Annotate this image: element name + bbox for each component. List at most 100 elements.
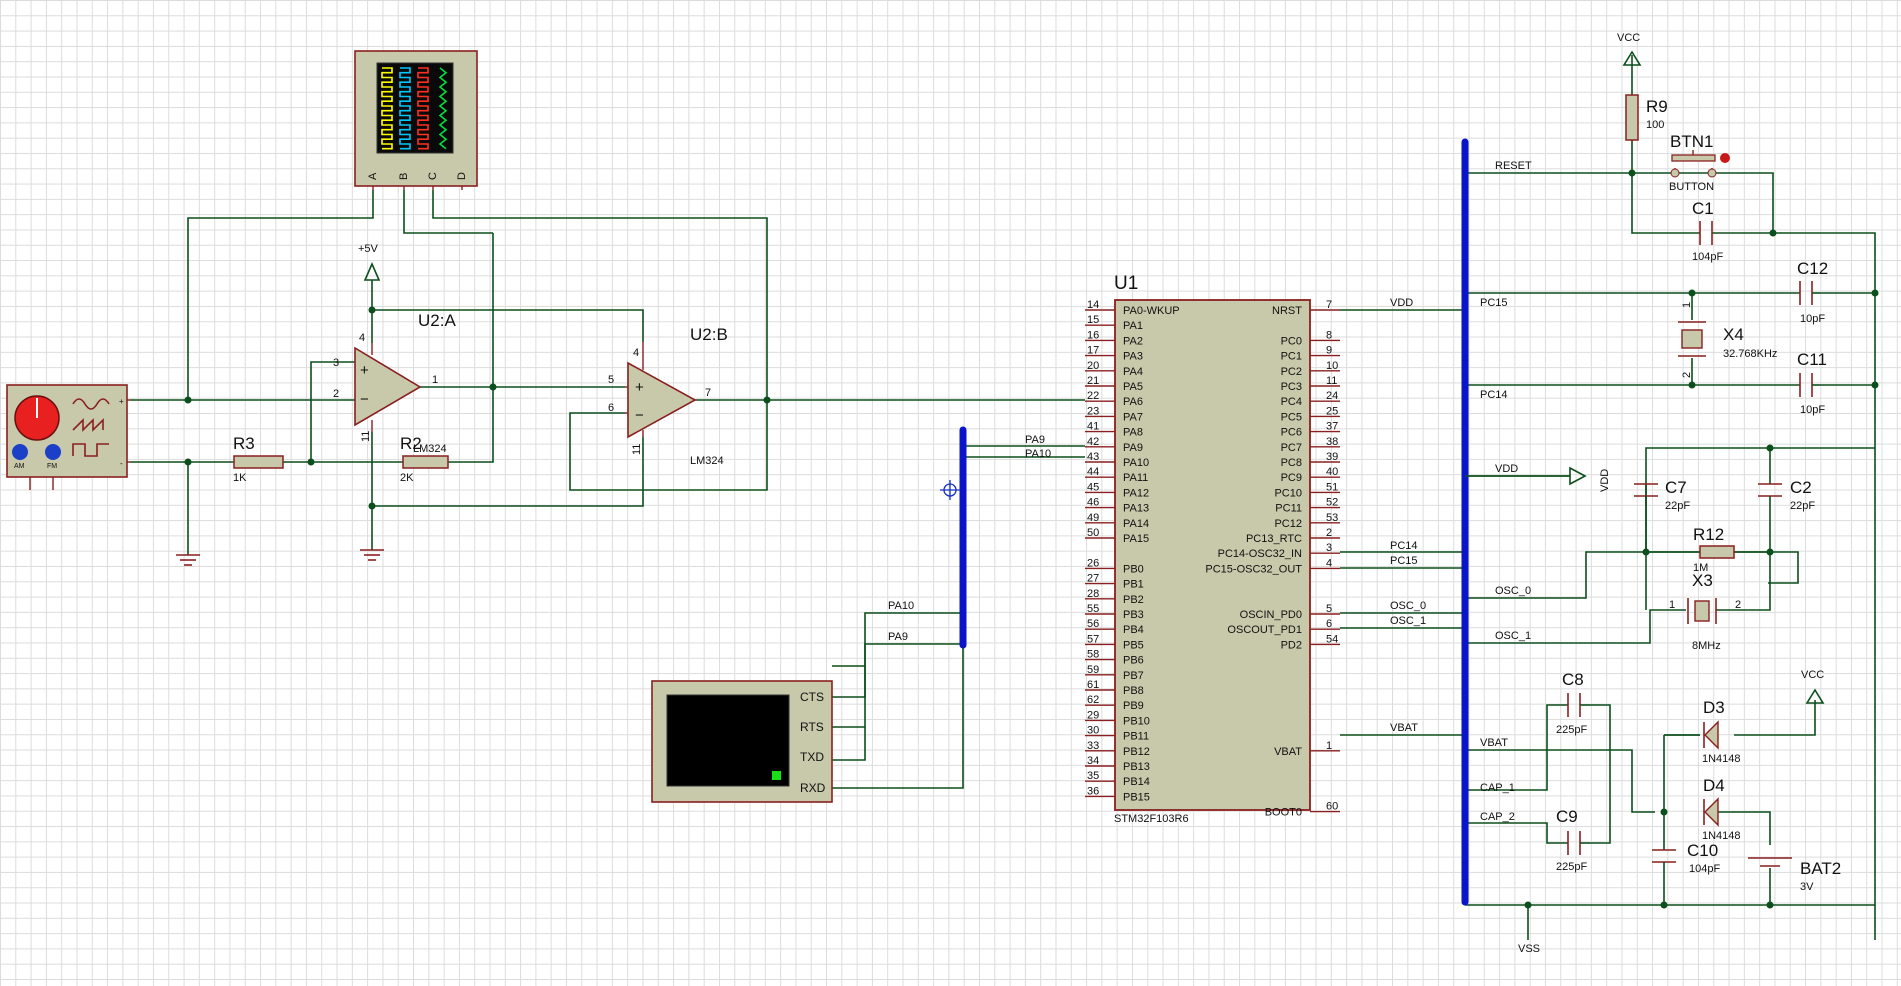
- mcu-pin-number: 60: [1326, 801, 1338, 813]
- opamp-u2a[interactable]: + − 3 2 1 4 11 U2:A LM324: [333, 311, 456, 455]
- crystal-x3[interactable]: 1 2 X3 8MHz: [1669, 571, 1741, 652]
- capacitor-c12-value: 10pF: [1800, 313, 1825, 325]
- opamp-u2b[interactable]: + − 5 6 7 4 11 U2:B LM324: [608, 325, 728, 467]
- net-label-reset: RESET: [1495, 160, 1532, 172]
- button-btn1[interactable]: BTN1 BUTTON: [1669, 132, 1730, 193]
- mcu-pin-name: PA11: [1123, 472, 1148, 484]
- virtual-terminal[interactable]: CTS RTS TXD RXD: [651, 680, 833, 803]
- diode-d4[interactable]: D4 1N4148: [1702, 776, 1741, 842]
- mcu-pin-name: OSCIN_PD0: [1240, 609, 1302, 621]
- capacitor-c10[interactable]: C10 104pF: [1652, 841, 1720, 875]
- capacitor-c7[interactable]: C7 22pF: [1634, 478, 1690, 512]
- power-terminal-vdd[interactable]: VDD: [1465, 466, 1611, 492]
- power-terminal-vcc[interactable]: VCC: [1617, 32, 1642, 66]
- crystal-x4[interactable]: 1 2 X4 32.768KHz: [1678, 302, 1777, 378]
- mcu-pin-number: 56: [1087, 618, 1099, 630]
- oscilloscope[interactable]: A B C D: [354, 50, 478, 190]
- diode-d3[interactable]: D3 1N4148: [1664, 698, 1741, 765]
- signal-generator[interactable]: AM FM + -: [6, 384, 130, 490]
- capacitor-c11[interactable]: C11 10pF: [1797, 350, 1827, 416]
- mcu-pin-name: PA15: [1123, 533, 1149, 545]
- power-terminal-vcc-2[interactable]: VCC: [1801, 669, 1825, 704]
- power-terminal-5v[interactable]: +5V: [358, 243, 381, 282]
- battery-bat2[interactable]: BAT2 3V: [1748, 857, 1841, 893]
- capacitor-c9[interactable]: C9 225pF: [1556, 807, 1590, 873]
- mcu-pin-number: 30: [1087, 725, 1099, 737]
- mcu-pin-number: 41: [1087, 421, 1099, 433]
- mcu-pin-name: PB7: [1123, 670, 1144, 682]
- net-label-vbat-bus: VBAT: [1480, 737, 1508, 749]
- mcu-pin-number: 29: [1087, 709, 1099, 721]
- mcu-pin-number: 6: [1326, 618, 1332, 630]
- resistor-r2[interactable]: R2 2K: [400, 434, 449, 484]
- capacitor-c2[interactable]: C2 22pF: [1758, 478, 1815, 512]
- resistor-r3[interactable]: R3 1K: [233, 434, 284, 484]
- capacitor-c12[interactable]: C12 10pF: [1797, 259, 1828, 325]
- net-label-pa9-2: PA9: [888, 631, 908, 643]
- resistor-r12[interactable]: R12 1M: [1693, 525, 1735, 574]
- resistor-r9[interactable]: R9 100: [1625, 94, 1668, 141]
- power-terminal-vss[interactable]: VSS: [1518, 943, 1540, 955]
- opamp-u2b-ref: U2:B: [690, 325, 728, 344]
- capacitor-c8[interactable]: C8 225pF: [1556, 670, 1590, 736]
- mcu-pin-name: PA2: [1123, 335, 1143, 347]
- capacitor-c1[interactable]: C1 104pF: [1692, 199, 1723, 263]
